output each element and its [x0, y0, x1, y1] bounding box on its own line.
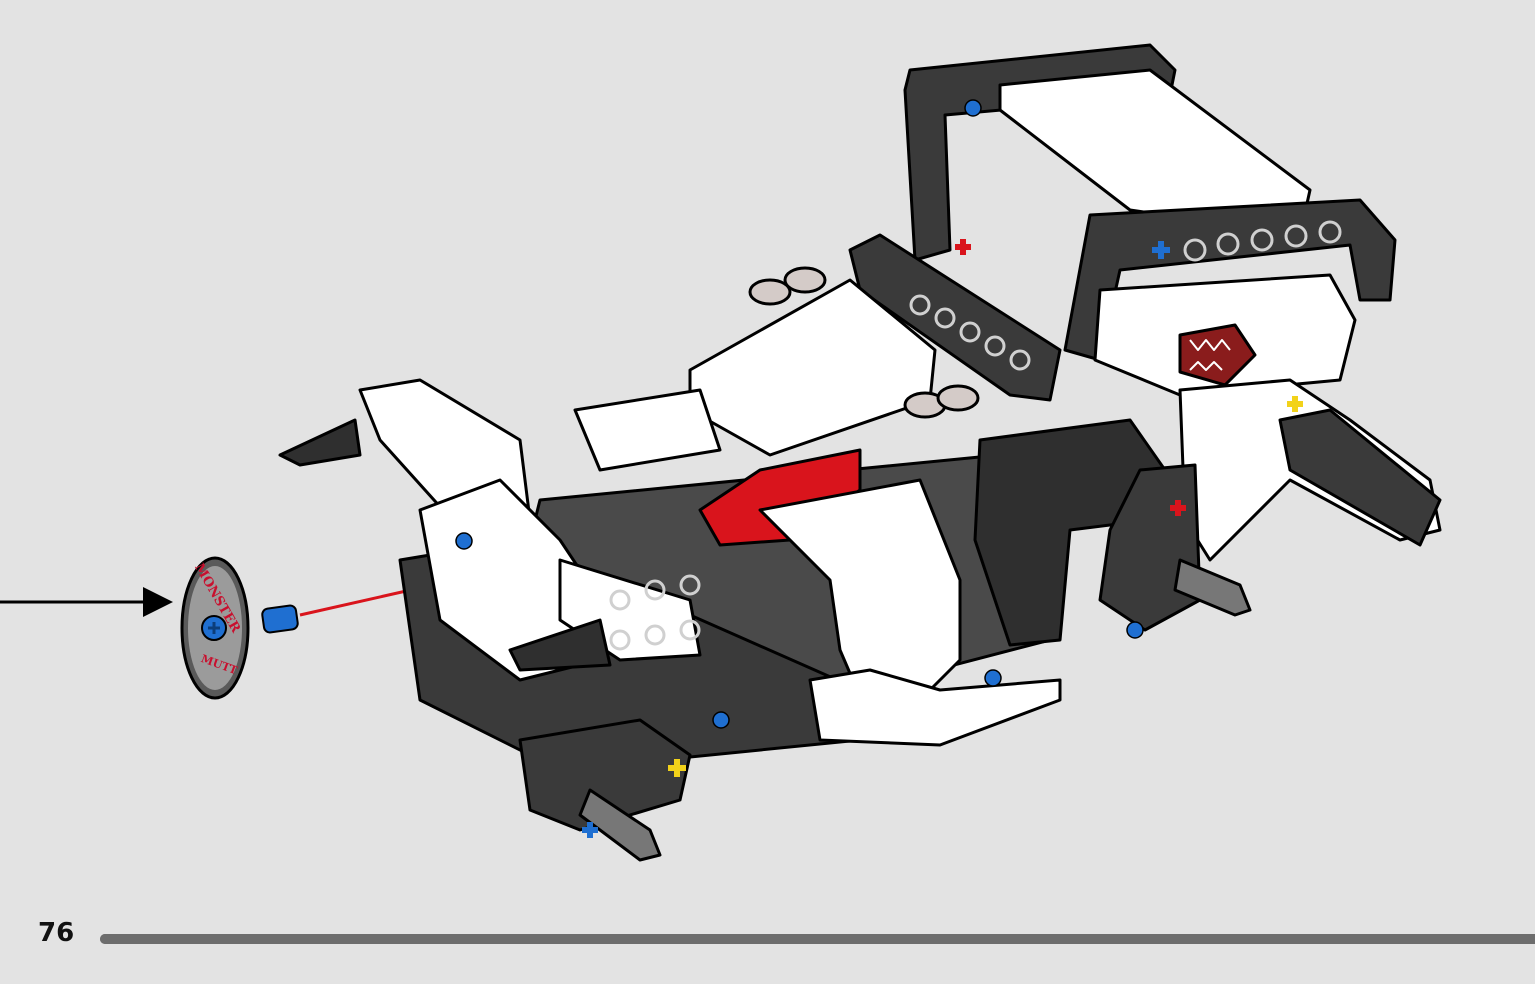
progress-bar: [100, 934, 1535, 944]
progress-bar-fill: [100, 934, 1535, 944]
axle-markers: [455, 99, 1303, 838]
beam-holes: [609, 220, 1342, 651]
page-number: 76: [38, 918, 75, 948]
model-chassis: [278, 43, 1442, 862]
hubcap-icon: MONSTER MUTT: [180, 556, 299, 700]
